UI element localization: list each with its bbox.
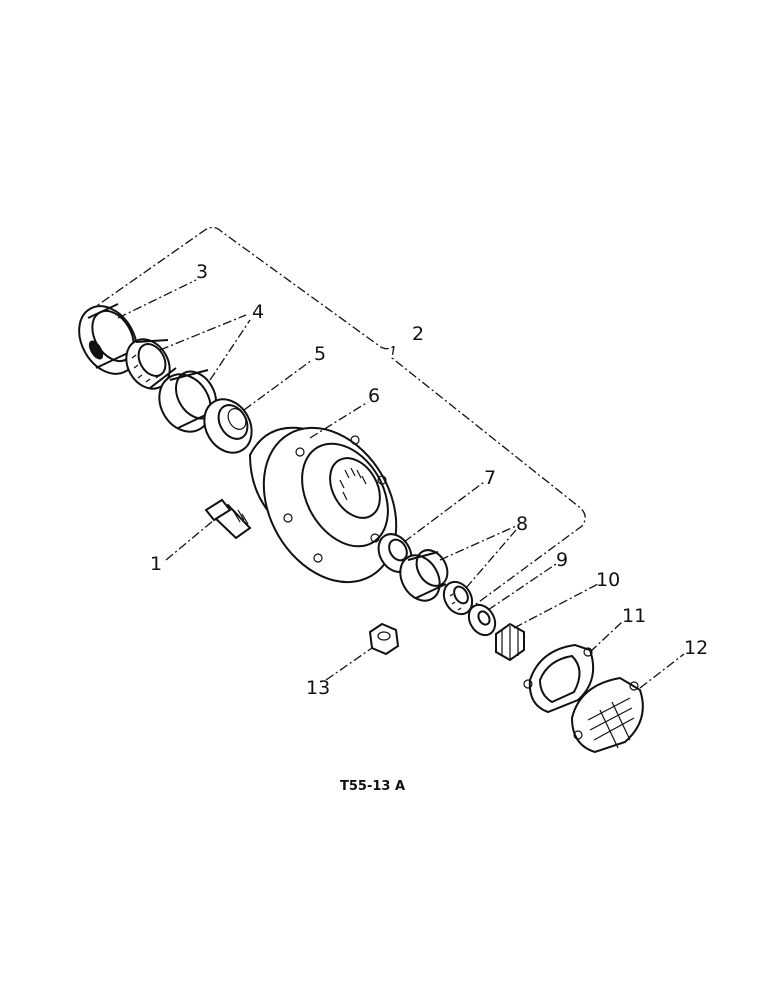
leader-4a — [159, 314, 247, 351]
callout-10: 10 — [596, 569, 620, 591]
drawing-reference-caption: T55-13 A — [340, 779, 405, 794]
leader-7 — [403, 481, 485, 543]
part-12-hub-cap — [570, 676, 644, 754]
part-5-oil-seal — [203, 398, 253, 454]
leader-9 — [487, 563, 557, 611]
part-8-bearing-cone — [442, 580, 474, 616]
callout-11: 11 — [622, 605, 646, 627]
assembly-bracket — [87, 226, 586, 611]
part-10-castle-nut — [495, 622, 525, 662]
part-8-bearing-cup — [399, 549, 449, 602]
leader-12 — [639, 653, 685, 689]
callout-3: 3 — [196, 261, 208, 283]
part-13-hex-nut — [368, 622, 400, 656]
callout-13: 13 — [306, 677, 330, 699]
callout-4: 4 — [252, 301, 264, 323]
leader-13 — [325, 647, 373, 681]
callout-5: 5 — [314, 343, 326, 365]
part-4-bearing-cup — [158, 369, 217, 433]
callout-12: 12 — [684, 637, 708, 659]
part-11-gasket — [523, 643, 594, 714]
callout-2: 2 — [412, 323, 424, 345]
leader-3 — [117, 279, 197, 319]
callout-8: 8 — [516, 513, 528, 535]
leader-8b — [465, 529, 517, 589]
part-6-wheel-hub — [248, 426, 398, 584]
leader-10 — [513, 583, 599, 629]
part-1-wheel-stud — [204, 498, 252, 540]
leader-6 — [309, 401, 369, 439]
callout-1: 1 — [150, 553, 162, 575]
leader-8a — [439, 525, 517, 561]
callout-9: 9 — [556, 549, 568, 571]
leader-11 — [589, 621, 623, 653]
part-9-washer — [467, 603, 497, 637]
callout-7: 7 — [484, 467, 496, 489]
callout-6: 6 — [368, 385, 380, 407]
leader-5 — [243, 359, 313, 411]
leader-1 — [165, 519, 215, 561]
leader-4b — [209, 319, 251, 381]
